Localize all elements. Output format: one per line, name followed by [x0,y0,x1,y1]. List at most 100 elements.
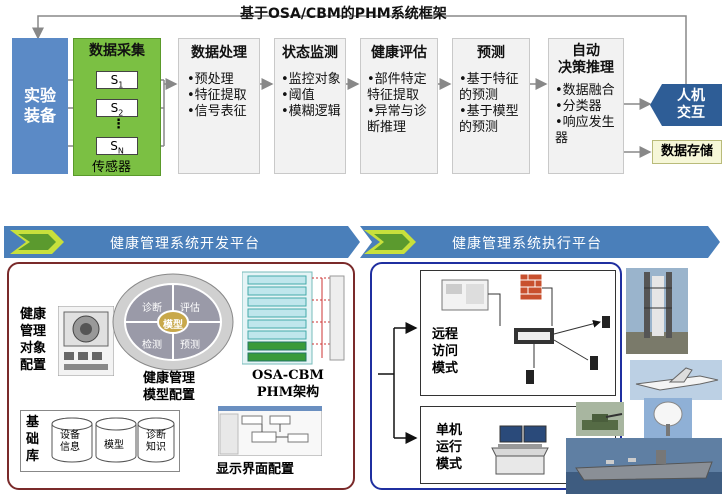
stage-item: 的预测 [459,88,499,103]
stage-condition-monitoring: 状态监测 •监控对象 •阈值 •模糊逻辑 [274,38,346,174]
wheel-segment-detection: 检测 [142,340,162,351]
wheel-center: 模型 [163,320,183,331]
experiment-line2: 装备 [23,106,56,125]
rocket-launch-tower-image [626,268,688,354]
remote-access-box [420,270,616,396]
sensor-sub: 2 [118,108,124,118]
db-diagnosis-knowledge: 诊断 知识 [146,430,166,454]
stage-health-assessment: 健康评估 •部件特定 特征提取 •异常与诊 断推理 [360,38,438,174]
dev-platform-panel [7,262,355,490]
remote-line: 访问 [432,344,459,359]
remote-network-illustration [441,274,610,384]
stage-item: •信号表征 [187,104,247,119]
stage-item: •模糊逻辑 [281,104,341,119]
object-config-thumbnail [58,306,114,376]
sensor-letter: S [110,139,118,153]
object-config-line: 配置 [20,358,47,373]
stage-item: 器 [555,131,569,146]
sensor-dots: ⋮ [112,117,125,132]
hci-line1: 人机 [677,88,705,104]
display-config-label: 显示界面配置 [216,462,295,477]
stage-item: •部件特定 [367,72,427,87]
db-line: 信息 [60,442,80,453]
remote-access-label: 远程 访问 模式 [432,326,458,377]
hci-label: 人机 交互 [662,88,720,122]
exec-platform-banner: 健康管理系统执行平台 [452,236,602,252]
base-library-label: 基 础 库 [26,414,39,465]
base-library-box [20,410,180,472]
stage-item: •监控对象 [281,72,341,87]
model-config-line: 模型配置 [143,388,196,403]
stage-item: •特征提取 [187,88,247,103]
stage-item: •数据融合 [555,83,615,98]
sensor-sub: N [117,146,124,156]
osa-cbm-label: OSA-CBM PHM架构 [252,367,324,401]
object-config-label: 健康 管理 对象 配置 [20,306,46,374]
health-model-wheel [112,273,234,371]
stage-item: •阈值 [281,88,315,103]
osa-cbm-architecture-diagram [242,271,345,365]
stage-title: 健康评估 [371,45,427,61]
sensor-2: S2 [96,99,138,117]
stage-item: •分类器 [555,99,602,114]
db-device-info: 设备 信息 [60,430,80,454]
stage-item: 特征提取 [367,88,420,103]
stage-item: •基于模型 [459,104,519,119]
standalone-label: 单机 运行 模式 [436,422,462,473]
stage-item: 的预测 [459,120,499,135]
remote-line: 远程 [432,327,459,342]
radar-dish-image [644,398,692,438]
exec-connectors [378,322,418,444]
standalone-line: 模式 [436,457,463,472]
platform-banners [4,226,720,258]
data-storage-box: 数据存储 [652,140,722,164]
db-line: 设备 [60,430,80,441]
db-model: 模型 [104,440,124,451]
osa-title-line: PHM架构 [256,385,320,400]
db-line: 知识 [146,442,166,453]
spaceplane-image [630,360,722,400]
wheel-segment-assessment: 评估 [180,303,200,314]
stage-title: 状态监测 [282,45,338,61]
model-config-line: 健康管理 [143,371,196,386]
db-line: 诊断 [146,430,166,441]
control-console-illustration [491,425,549,475]
exec-platform-panel [370,262,622,490]
sensor-label: 传感器 [92,160,132,175]
experiment-line1: 实验 [23,86,56,105]
object-config-line: 对象 [20,341,47,356]
osa-title-line: OSA-CBM [252,368,324,383]
wheel-segment-diagnosis: 诊断 [142,303,162,314]
framework-title: 基于OSA/CBM的PHM系统框架 [240,6,447,22]
stage-item: •预处理 [187,72,234,87]
remote-line: 模式 [432,361,459,376]
base-lib-line: 库 [26,449,40,464]
stage-title: 预测 [477,45,505,61]
standalone-line: 运行 [436,440,463,455]
base-lib-line: 础 [26,432,40,447]
stage-title: 数据处理 [191,45,247,61]
data-acquisition-box: 数据采集 S1 S2 ⋮ SN 传感器 [73,38,161,176]
sensor-letter: S [110,73,119,87]
sensor-sub: 1 [118,80,124,90]
display-config-thumbnail [218,406,322,456]
sensor-letter: S [110,101,119,115]
stage-title: 决策推理 [558,60,614,76]
wheel-segment-prediction: 预测 [180,340,200,351]
base-lib-line: 基 [26,415,40,430]
sensor-1: S1 [96,71,138,89]
stage-prediction: 预测 •基于特征 的预测 •基于模型 的预测 [452,38,530,174]
acquisition-title: 数据采集 [89,43,145,59]
stage-item: 断推理 [367,120,407,135]
stage-item: •响应发生 [555,115,615,130]
sensor-n: SN [96,137,138,155]
dev-platform-banner: 健康管理系统开发平台 [110,236,260,252]
tank-image [576,402,624,436]
standalone-line: 单机 [436,423,463,438]
model-config-label: 健康管理 模型配置 [143,370,195,404]
stage-item: •异常与诊 [367,104,427,119]
stage-title: 自动 [572,43,600,59]
stage-item: •基于特征 [459,72,519,87]
hci-line2: 交互 [677,105,705,121]
aircraft-carrier-image [566,438,722,494]
